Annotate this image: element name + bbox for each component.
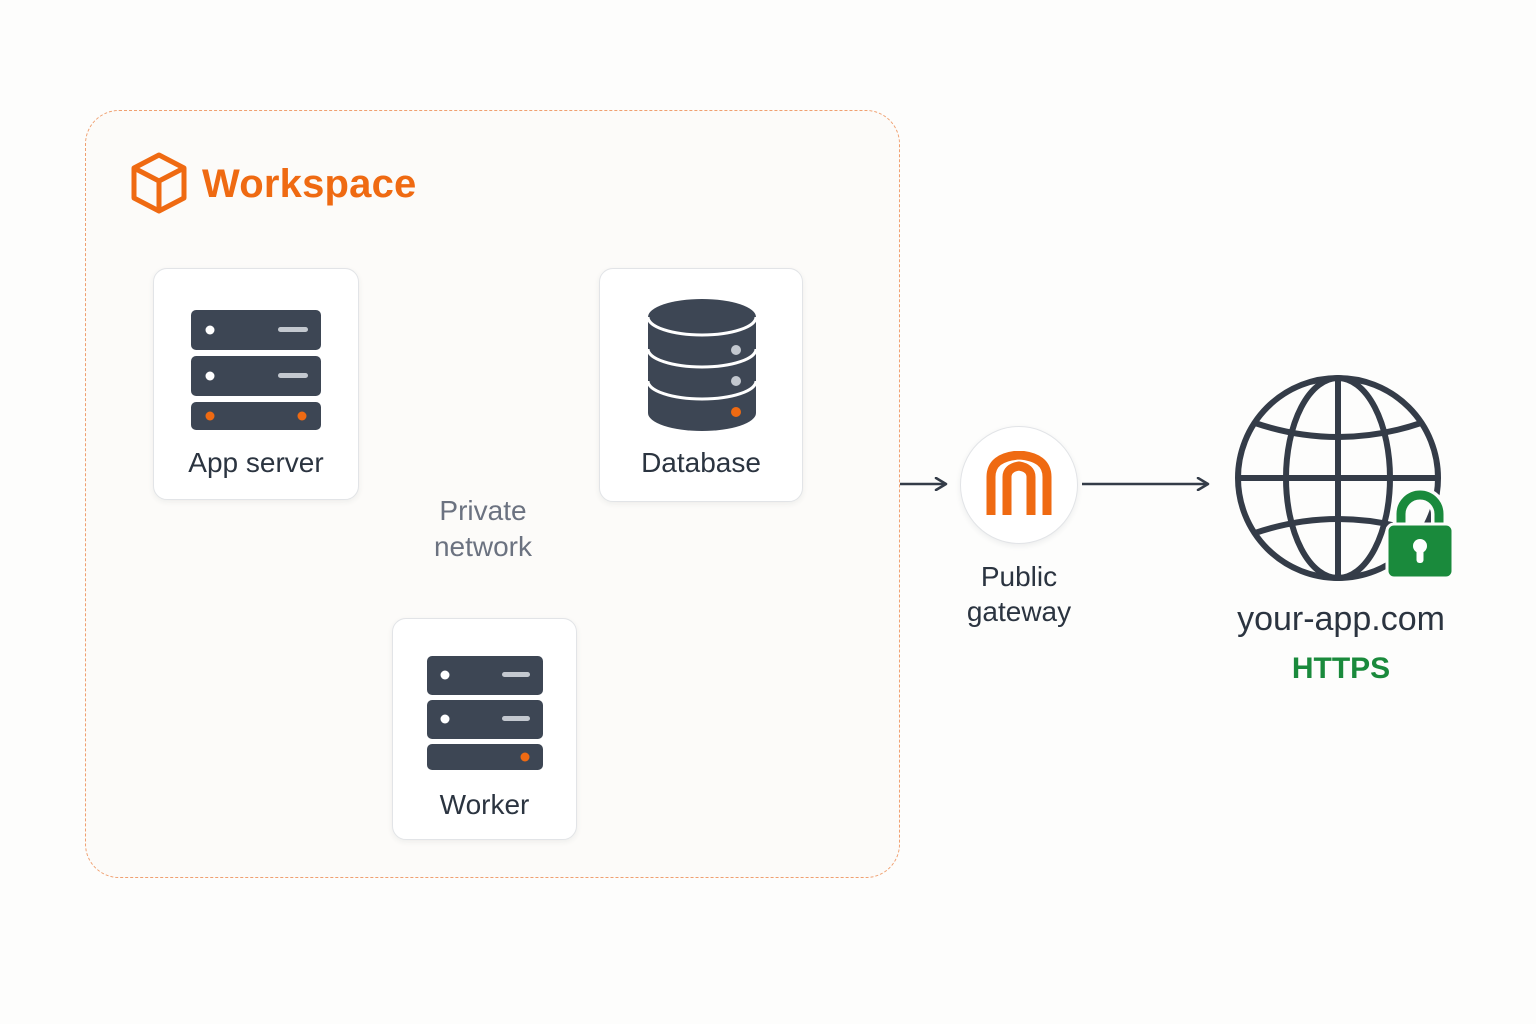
public-gateway-label-line1: Public [980,561,1058,592]
database-label: Database [641,447,761,478]
database-icon [646,299,758,431]
gateway-arch-icon [986,451,1052,515]
worker-node[interactable]: Worker [392,618,577,840]
public-gateway-node[interactable] [960,426,1078,544]
public-gateway-label-line2: gateway [966,596,1072,627]
https-label: HTTPS [1291,652,1391,685]
server-icon [427,656,543,770]
domain-label: your-app.com [1237,600,1445,638]
server-icon [191,310,321,430]
database-node[interactable]: Database [599,268,803,502]
worker-label: Worker [439,789,530,820]
private-network-label-line1: Private [439,495,527,526]
workspace-title: Workspace [202,162,417,206]
cube-icon [131,152,187,214]
padlock-icon [1385,488,1455,580]
app-server-node[interactable]: App server [153,268,359,500]
app-server-label: App server [188,447,324,478]
private-network-label-line2: network [433,531,533,562]
